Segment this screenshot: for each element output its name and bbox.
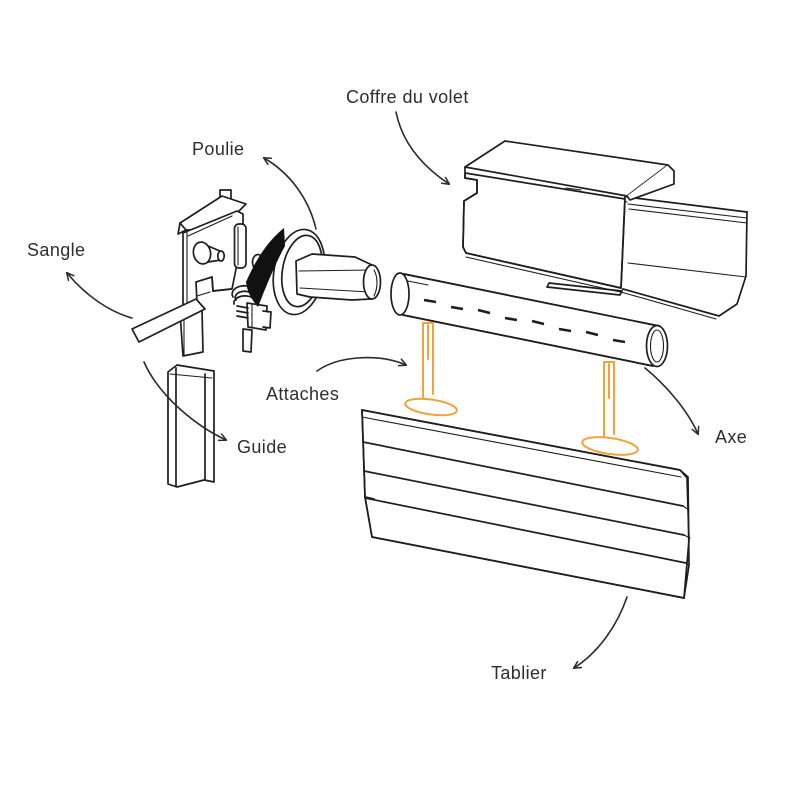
- arrow-to-guide: [143, 361, 228, 442]
- clip-parts-drawing: [231, 284, 272, 353]
- bracket-drawing: [177, 189, 247, 357]
- label-tablier: Tablier: [491, 663, 547, 683]
- label-coffre: Coffre du volet: [346, 87, 469, 107]
- strap-swoosh: [246, 228, 285, 307]
- arrow-to-axe: [644, 367, 700, 436]
- annotation-arrows: [65, 111, 700, 670]
- attache-left-drawing: [404, 322, 458, 417]
- coffre-rail-drawing: [620, 196, 748, 320]
- label-sangle: Sangle: [27, 240, 86, 260]
- label-guide: Guide: [237, 437, 288, 457]
- arrow-to-tablier: [572, 596, 628, 670]
- label-poulie: Poulie: [192, 139, 245, 159]
- tablier-drawing: [361, 409, 691, 599]
- shaft-drawing: [295, 253, 382, 301]
- label-attaches: Attaches: [266, 384, 340, 404]
- arrow-to-coffre: [395, 111, 451, 186]
- guide-drawing: [167, 364, 215, 488]
- pulley-drawing: [246, 228, 382, 316]
- attache-right-drawing: [581, 361, 639, 456]
- arrow-to-attaches: [316, 356, 408, 372]
- coffre-drawing: [462, 140, 748, 320]
- sangle-strap-drawing: [131, 298, 206, 343]
- label-axe: Axe: [715, 427, 748, 447]
- tube-slots: [423, 298, 626, 344]
- arrow-to-poulie: [262, 156, 317, 230]
- axe-tube-drawing: [390, 272, 669, 368]
- arrow-to-sangle: [65, 271, 133, 319]
